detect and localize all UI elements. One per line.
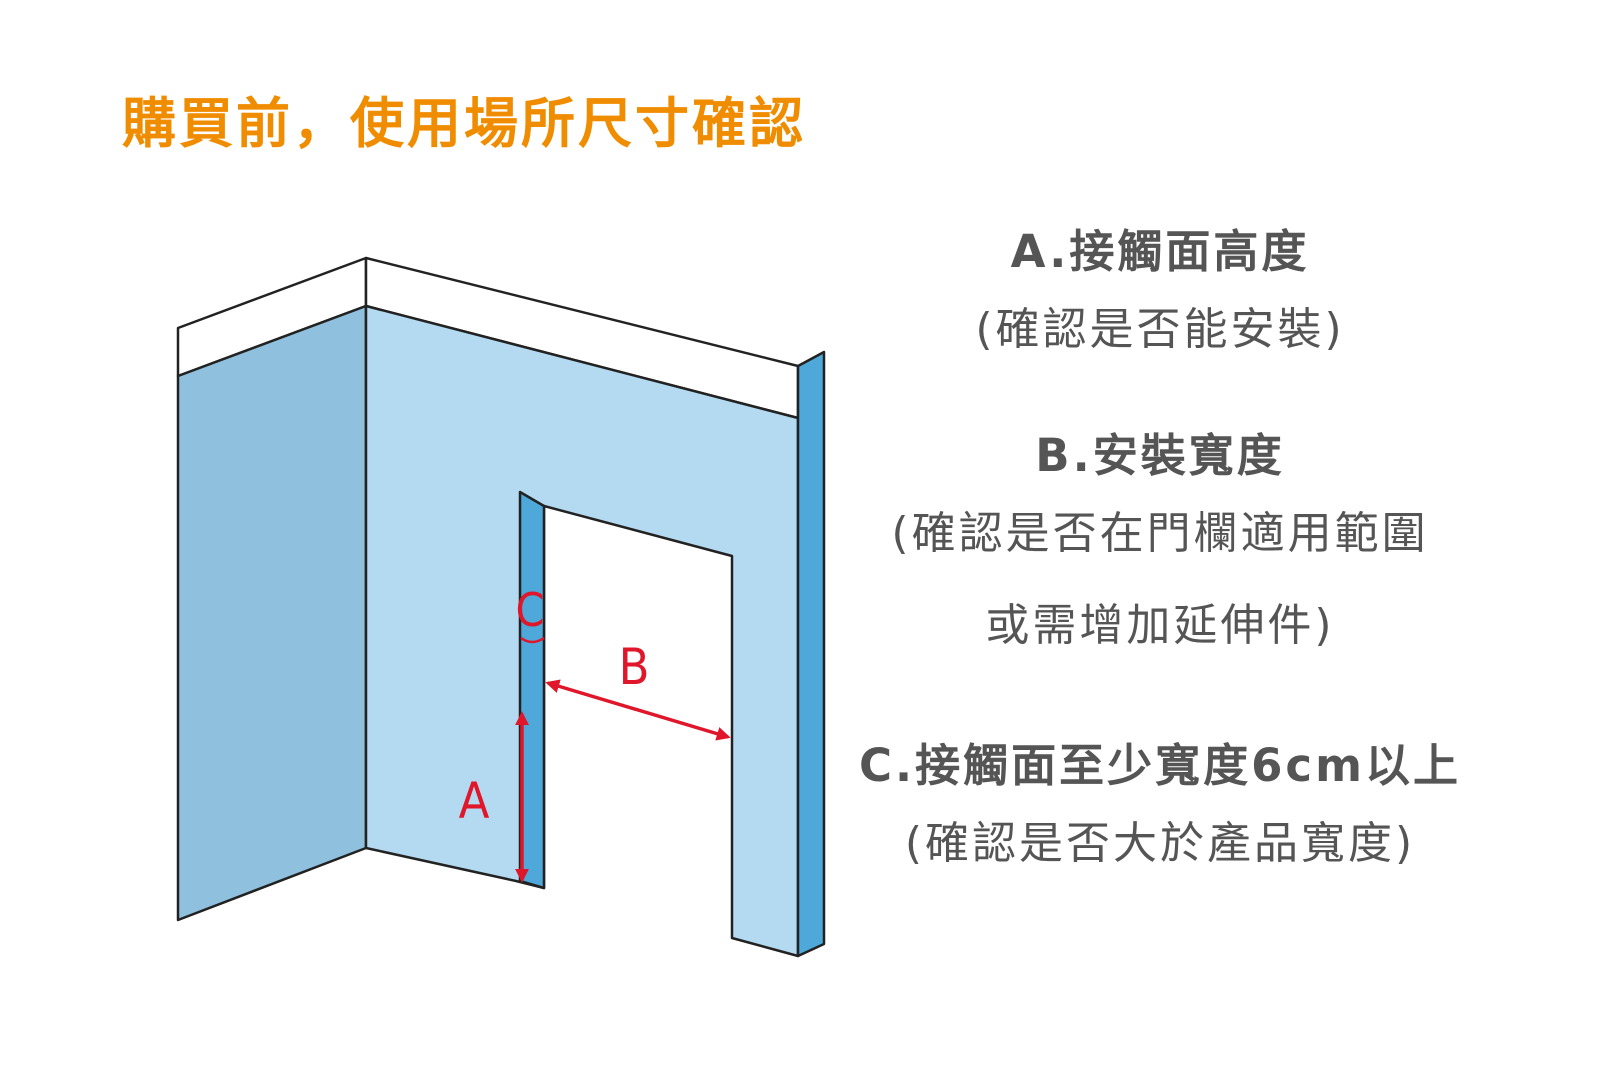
page-title: 購買前，使用場所尺寸確認 [122,92,806,155]
legend-b-note-line-1: (確認是否在門欄適用範圍 [891,508,1429,559]
dimension-b-label: B [619,638,650,696]
legend-c-note: (確認是否大於產品寬度) [904,818,1416,869]
legend-b-heading: B.安裝寬度 [1035,429,1285,482]
legend-c-heading: C.接觸面至少寬度6cm以上 [859,739,1461,792]
dimension-b-arrow [545,679,731,741]
dimension-c-label: C [516,583,545,637]
dimension-a-label: A [459,772,490,830]
front-wall [364,304,800,958]
dimension-c-bracket [520,636,545,644]
legend-b-note-line-2: 或需增加延伸件) [985,600,1335,651]
legend-spacer [840,672,1480,734]
left-wall [176,304,368,922]
legend-spacer [840,376,1480,424]
legend-a-note: (確認是否能安裝) [975,304,1345,355]
wall-end-edge [796,350,826,958]
legend-panel: A.接觸面高度 (確認是否能安裝) B.安裝寬度 (確認是否在門欄適用範圍 或需… [840,220,1480,890]
legend-a-heading: A.接觸面高度 [1010,225,1310,278]
